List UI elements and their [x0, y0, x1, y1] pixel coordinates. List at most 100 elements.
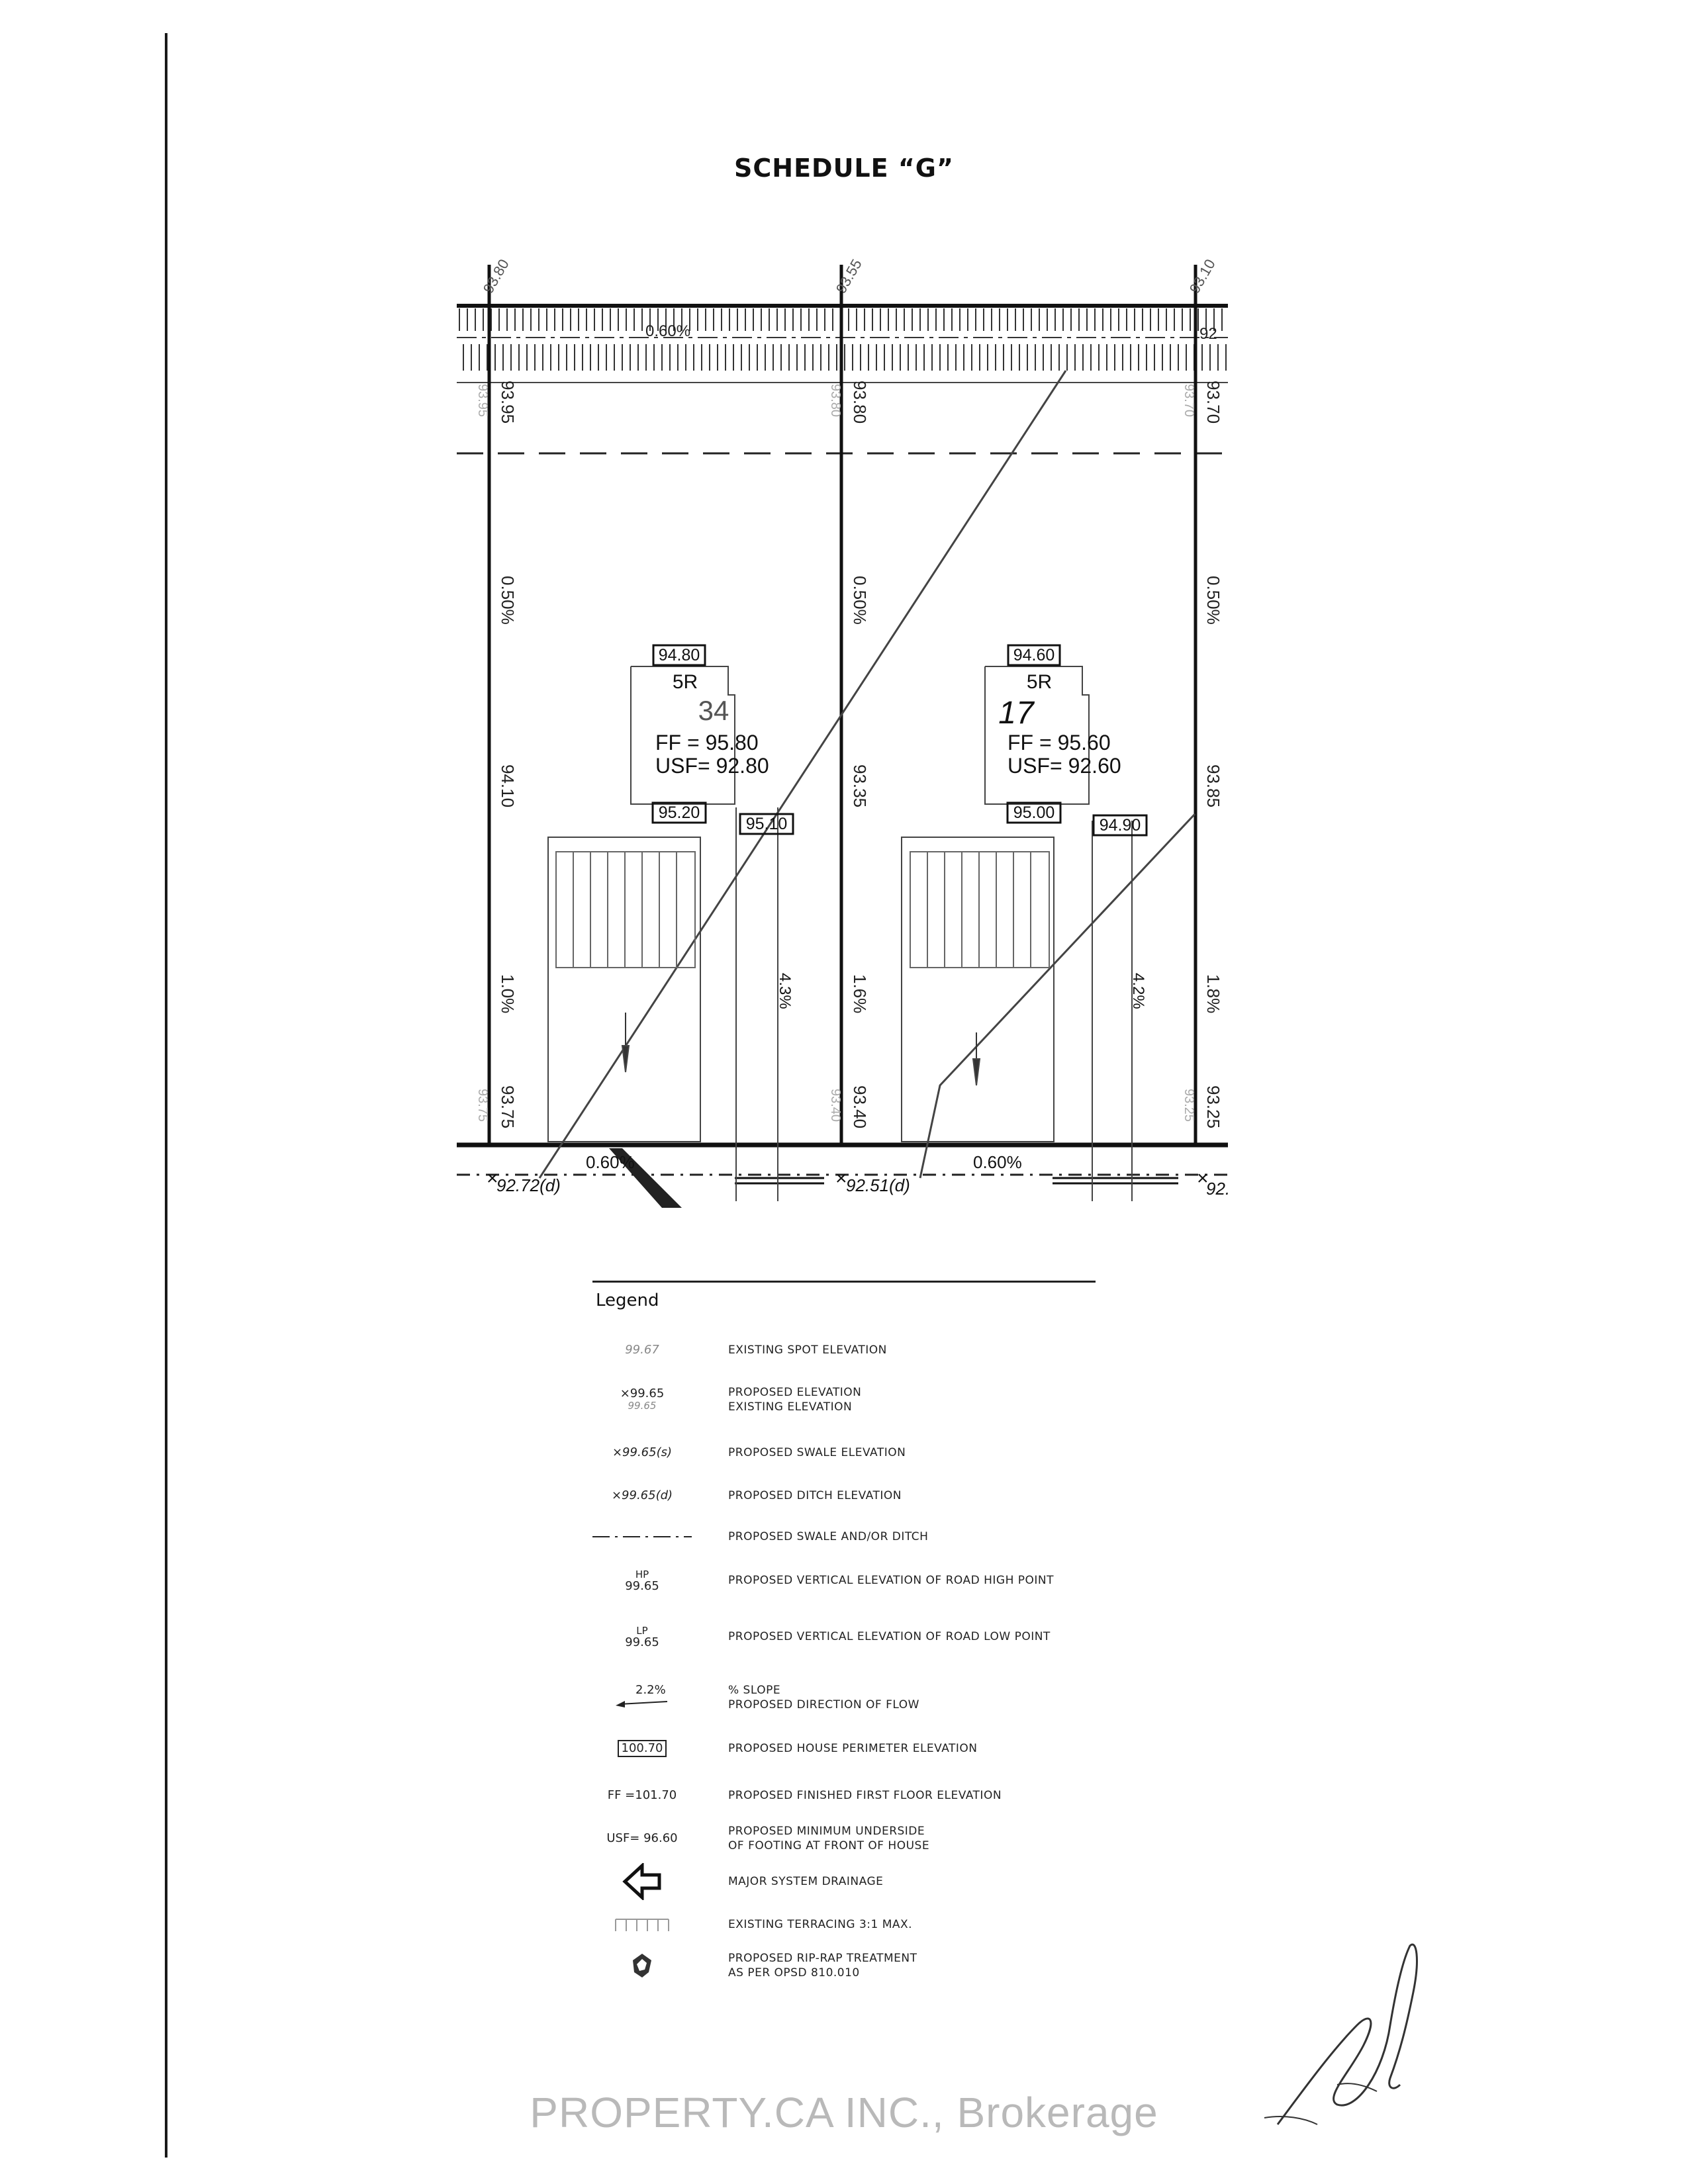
svg-text:×: × — [487, 1167, 498, 1189]
lot-34-front-left-elev: 95.20 — [659, 803, 700, 822]
side-3-top-faded: 93.70 — [1182, 384, 1196, 417]
top-road-slope: 0.60% — [645, 322, 690, 340]
legend-desc: PROPOSED HOUSE PERIMETER ELEVATION — [728, 1742, 978, 1755]
legend-rule — [592, 1281, 1096, 1283]
top-mark-2: 93.55 — [833, 256, 865, 296]
lot-17-usf: USF= 92.60 — [1008, 754, 1121, 778]
side-1-bottom-faded: 93.75 — [475, 1089, 490, 1122]
side-1-mid: 94.10 — [498, 764, 518, 807]
side-3-mid: 93.85 — [1203, 764, 1223, 807]
legend-symbol: 99.67 — [625, 1343, 659, 1357]
side-2-top-faded: 93.80 — [828, 384, 843, 417]
lot-lines — [487, 265, 1197, 1145]
major-drainage-arrow-icon — [583, 1862, 702, 1901]
brokerage-watermark: PROPERTY.CA INC., Brokerage — [530, 2089, 1158, 2136]
legend-desc: PROPOSED SWALE ELEVATION — [728, 1446, 906, 1459]
legend-row-swale-elevation: ×99.65(s) PROPOSED SWALE ELEVATION — [583, 1433, 1244, 1473]
legend-symbol: ×99.65(s) — [612, 1445, 673, 1459]
legend-symbol: USF= 96.60 — [606, 1831, 678, 1845]
lot-34-usf: USF= 92.80 — [655, 754, 769, 778]
svg-text:×: × — [835, 1167, 847, 1189]
legend-row-existing-spot: 99.67 EXISTING SPOT ELEVATION — [583, 1330, 1244, 1370]
side-3-top: 93.70 — [1203, 381, 1223, 424]
rip-rap-icon — [583, 1946, 702, 1985]
lot-17-front-right-elev: 94.90 — [1100, 816, 1141, 835]
lot-34-type: 5R — [673, 671, 698, 693]
ditch-elev-1: 92.72(d) — [496, 1175, 561, 1195]
lot-34-house — [547, 666, 778, 1201]
ditch-slope-1: 0.60% — [586, 1152, 635, 1172]
left-margin-rule — [165, 33, 167, 2158]
legend-desc: MAJOR SYSTEM DRAINAGE — [728, 1875, 884, 1888]
top-mark-4: 92 — [1199, 325, 1217, 343]
legend-row-perimeter: 100.70 PROPOSED HOUSE PERIMETER ELEVATIO… — [583, 1729, 1244, 1768]
side-1-slope-lower: 1.0% — [498, 974, 518, 1013]
top-mark-3: 93.10 — [1186, 256, 1219, 296]
lot-34-number: 34 — [698, 695, 729, 726]
side-1-top: 93.95 — [498, 381, 518, 424]
legend-title: Legend — [596, 1291, 659, 1310]
top-road-band — [457, 304, 1228, 455]
side-2-top: 93.80 — [850, 381, 870, 424]
diagonal-flow-lines — [538, 370, 1196, 1179]
legend-symbol: ×99.65(d) — [611, 1488, 673, 1502]
legend-desc: PROPOSED FINISHED FIRST FLOOR ELEVATION — [728, 1789, 1002, 1802]
side-1-slope-upper: 0.50% — [498, 576, 518, 625]
lot-34-driveway-slope: 4.3% — [776, 973, 794, 1009]
legend-row-finished-floor: FF =101.70 PROPOSED FINISHED FIRST FLOOR… — [583, 1776, 1244, 1815]
side-2-slope-upper: 0.50% — [850, 576, 870, 625]
legend-row-major-drainage: MAJOR SYSTEM DRAINAGE — [583, 1862, 1244, 1901]
terracing-icon — [583, 1905, 702, 1944]
lot-34-rear-elev: 94.80 — [659, 646, 700, 664]
side-3-slope-upper: 0.50% — [1203, 576, 1223, 625]
side-2-bottom-faded: 93.40 — [828, 1089, 843, 1122]
top-mark-1: 93.80 — [480, 256, 512, 296]
side-2-bottom: 93.40 — [850, 1085, 870, 1128]
side-line-labels: 93.95 0.50% 94.10 1.0% 93.75 93.80 0.50%… — [498, 381, 1223, 1128]
side-3-bottom: 93.25 — [1203, 1085, 1223, 1128]
lot-17-type: 5R — [1027, 671, 1052, 693]
ditch-elev-3: 92. — [1206, 1179, 1230, 1199]
bottom-road-line — [457, 1142, 1228, 1208]
slope-arrow-icon: 2.2% — [583, 1678, 702, 1717]
side-2-slope-lower: 1.6% — [850, 974, 870, 1013]
ditch-labels: × 92.72(d) 0.60% × 92.51(d) 0.60% × 92. — [487, 1152, 1230, 1199]
svg-text:×: × — [1197, 1167, 1209, 1189]
lot-17-ff: FF = 95.60 — [1008, 731, 1111, 754]
lot-34-labels: 94.80 5R 34 FF = 95.80 USF= 92.80 95.20 … — [651, 644, 794, 1009]
ditch-slope-2: 0.60% — [973, 1152, 1022, 1172]
legend-row-terracing: EXISTING TERRACING 3:1 MAX. — [583, 1905, 1244, 1944]
legend-desc: PROPOSED VERTICAL ELEVATION OF ROAD HIGH… — [728, 1574, 1055, 1587]
side-2-mid: 93.35 — [850, 764, 870, 807]
lot-34-front-right-elev: 95.10 — [746, 815, 788, 833]
lot-17-front-left-elev: 95.00 — [1013, 803, 1055, 822]
legend-desc: PROPOSED SWALE AND/OR DITCH — [728, 1530, 929, 1543]
swale-line-icon — [583, 1517, 702, 1557]
legend-desc: PROPOSED DITCH ELEVATION — [728, 1489, 902, 1502]
legend-desc: PROPOSED VERTICAL ELEVATION OF ROAD LOW … — [728, 1630, 1051, 1643]
lot-17-rear-elev: 94.60 — [1013, 646, 1055, 664]
side-1-bottom: 93.75 — [498, 1085, 518, 1128]
side-line-faded-labels: 93.95 93.75 93.80 93.40 93.70 93.25 — [475, 384, 1196, 1122]
signature — [1264, 1943, 1418, 2125]
lot-17-number: 17 — [998, 696, 1035, 731]
side-3-bottom-faded: 93.25 — [1182, 1089, 1196, 1122]
legend-row-swale-ditch: PROPOSED SWALE AND/OR DITCH — [583, 1517, 1244, 1557]
legend-desc: EXISTING TERRACING 3:1 MAX. — [728, 1918, 913, 1931]
legend-row-ditch-elevation: ×99.65(d) PROPOSED DITCH ELEVATION — [583, 1476, 1244, 1516]
lot-17-house — [901, 666, 1133, 1201]
legend-symbol: 100.70 — [583, 1729, 702, 1768]
lot-34-ff: FF = 95.80 — [655, 731, 759, 754]
